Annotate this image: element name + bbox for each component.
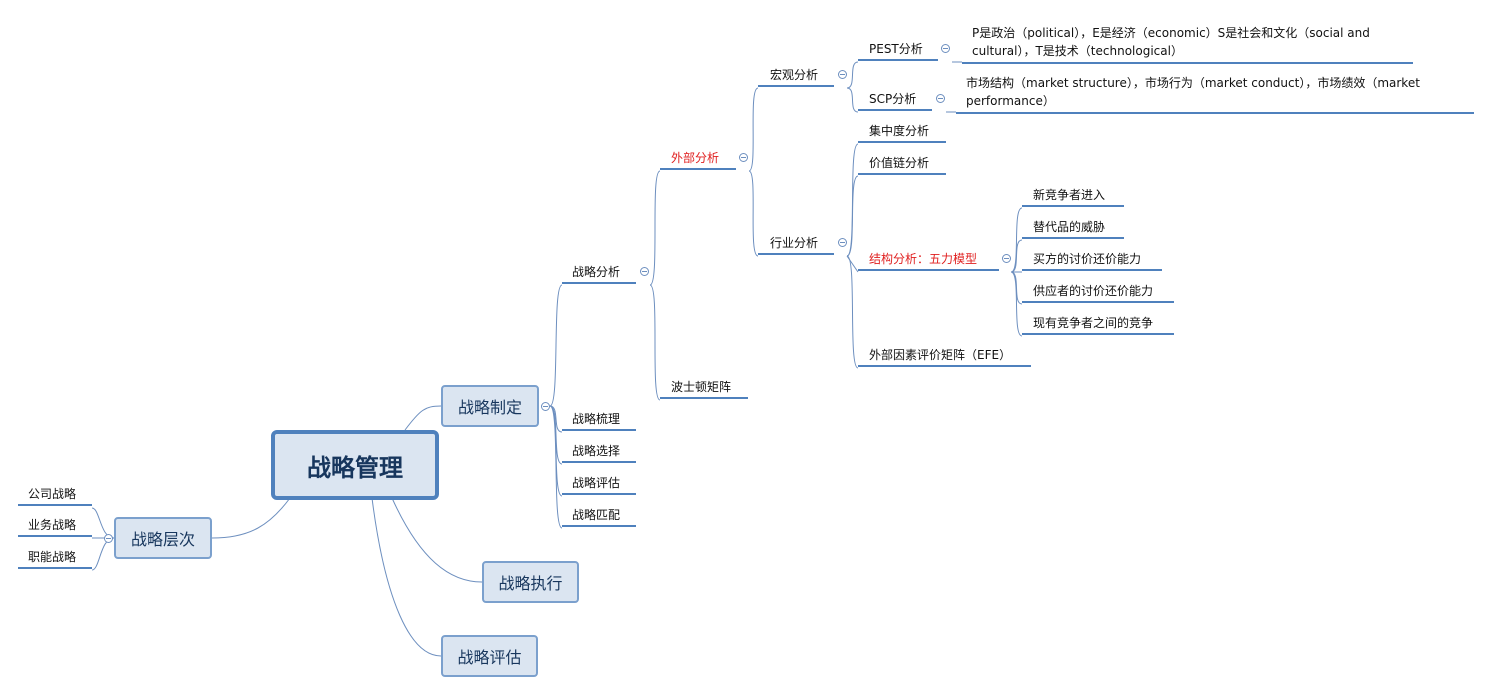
node-industry-analysis[interactable]: 行业分析 (758, 235, 834, 255)
five-force-item[interactable]: 买方的讨价还价能力 (1022, 251, 1162, 271)
level-item[interactable]: 公司战略 (18, 486, 92, 506)
collapse-toggle-icon[interactable] (936, 94, 945, 103)
level-item[interactable]: 职能战略 (18, 549, 92, 569)
collapse-toggle-icon[interactable] (838, 70, 847, 79)
node-external-analysis[interactable]: 外部分析 (660, 150, 736, 170)
node-strategy-selection[interactable]: 战略选择 (562, 443, 636, 463)
collapse-toggle-icon[interactable] (838, 238, 847, 247)
topic-strategy-levels[interactable]: 战略层次 (114, 517, 212, 559)
collapse-toggle-icon[interactable] (541, 402, 550, 411)
collapse-toggle-icon[interactable] (941, 44, 950, 53)
collapse-toggle-icon[interactable] (1002, 254, 1011, 263)
node-strategy-assessment[interactable]: 战略评估 (562, 475, 636, 495)
pest-description[interactable]: P是政治（political），E是经济（economic）S是社会和文化（so… (962, 24, 1413, 64)
node-five-forces-model[interactable]: 结构分析：五力模型 (858, 251, 999, 271)
level-item[interactable]: 业务战略 (18, 517, 92, 537)
five-force-item[interactable]: 供应者的讨价还价能力 (1022, 283, 1174, 303)
node-boston-matrix[interactable]: 波士顿矩阵 (660, 379, 748, 399)
topic-strategy-evaluation[interactable]: 战略评估 (441, 635, 538, 677)
node-strategy-matching[interactable]: 战略匹配 (562, 507, 636, 527)
node-efe-matrix[interactable]: 外部因素评价矩阵（EFE） (858, 347, 1031, 367)
scp-description[interactable]: 市场结构（market structure），市场行为（market condu… (956, 74, 1474, 114)
collapse-toggle-icon[interactable] (104, 534, 113, 543)
topic-strategy-execution[interactable]: 战略执行 (482, 561, 579, 603)
node-macro-analysis[interactable]: 宏观分析 (758, 67, 834, 87)
node-strategy-analysis[interactable]: 战略分析 (562, 264, 636, 284)
node-scp-analysis[interactable]: SCP分析 (858, 91, 932, 111)
node-pest-analysis[interactable]: PEST分析 (858, 41, 938, 61)
node-value-chain-analysis[interactable]: 价值链分析 (858, 155, 946, 175)
node-concentration-analysis[interactable]: 集中度分析 (858, 123, 946, 143)
topic-strategy-formulation[interactable]: 战略制定 (441, 385, 539, 427)
root-topic[interactable]: 战略管理 (271, 430, 439, 500)
node-strategy-sorting[interactable]: 战略梳理 (562, 411, 636, 431)
five-force-item[interactable]: 现有竞争者之间的竞争 (1022, 315, 1174, 335)
five-force-item[interactable]: 新竞争者进入 (1022, 187, 1124, 207)
collapse-toggle-icon[interactable] (640, 267, 649, 276)
five-force-item[interactable]: 替代品的威胁 (1022, 219, 1124, 239)
collapse-toggle-icon[interactable] (739, 153, 748, 162)
